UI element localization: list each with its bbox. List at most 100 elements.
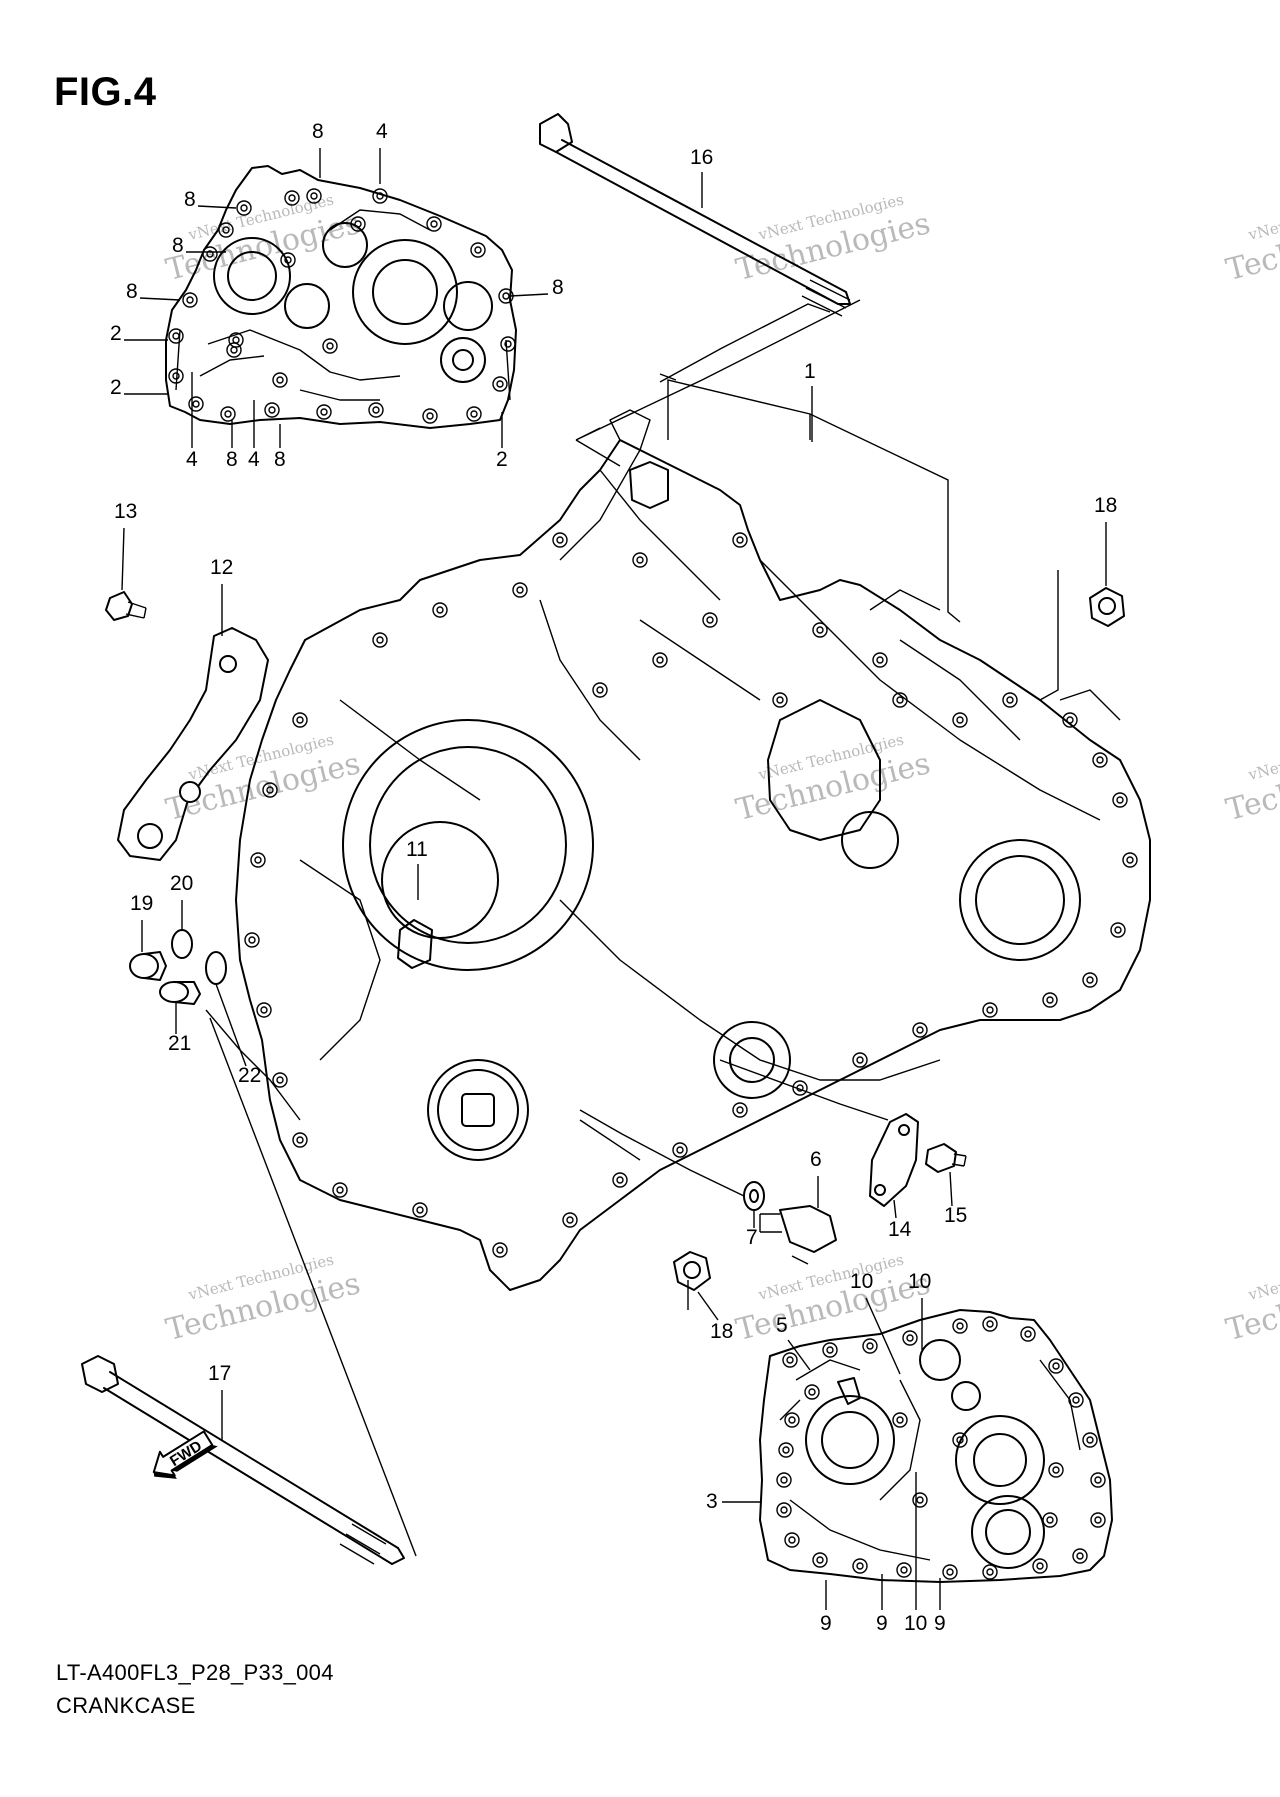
callout-18: 18 [710,1320,733,1343]
bolt-hole [852,1558,868,1574]
bolt-hole [316,404,332,420]
bolt-hole-center [616,1176,624,1184]
bolt-hole [784,1532,800,1548]
bolt-hole-center [470,410,478,418]
bolt-hole-center [436,606,444,614]
bolt-hole [1110,922,1126,938]
bolt-hole-center [1086,976,1094,984]
bolt-hole [702,612,718,628]
bolt-hole-center [780,1506,788,1514]
bolt-hole-center [1094,1476,1102,1484]
bolt-hole [772,692,788,708]
bolt-hole-center [636,556,644,564]
callout-8: 8 [274,448,286,471]
bolt-hole [306,188,322,204]
bolt-hole-center [296,716,304,724]
bolt-hole [256,1002,272,1018]
bolt-hole-center [736,1106,744,1114]
callout-leader [949,1171,953,1207]
bolt-hole-center [676,1146,684,1154]
bolt-hole [422,408,438,424]
bolt-hole [892,1412,908,1428]
bolt-hole [672,1142,688,1158]
bolt-hole [250,852,266,868]
callout-7: 7 [746,1226,758,1249]
bolt-hole [552,532,568,548]
bolt-hole [592,682,608,698]
bolt-hole [1090,1472,1106,1488]
bolt-hole-center [206,250,214,258]
bolt-hole-center [516,586,524,594]
bolt-hole-center [706,616,714,624]
bolt-hole [182,292,198,308]
bolt-hole [1042,992,1058,1008]
callout-20: 20 [170,872,193,895]
bolt-hole-center [782,1446,790,1454]
bolt-hole-center [222,226,230,234]
bolt-hole-center [900,1566,908,1574]
bolt-hole-center [1126,856,1134,864]
callout-17: 17 [208,1362,231,1385]
bolt-hole-center [808,1388,816,1396]
bolt-hole [896,1562,912,1578]
bolt-hole-center [240,204,248,212]
bolt-hole-center [426,412,434,420]
bolt-hole [272,372,288,388]
bolt-hole-center [260,1006,268,1014]
bolt-hole-center [906,1334,914,1342]
bolt-hole [982,1564,998,1580]
crankcase-left-half [165,165,517,429]
bolt-hole-center [1072,1396,1080,1404]
callout-9: 9 [934,1612,946,1635]
bolt-hole-center [192,400,200,408]
bolt-hole-center [288,194,296,202]
callout-leader [865,1297,901,1375]
bolt-hole-center [254,856,262,864]
bolt-hole-center [916,1026,924,1034]
bolt-hole [292,1132,308,1148]
callout-10: 10 [850,1270,873,1293]
bolt-hole-center [946,1568,954,1576]
bolt-hole [612,1172,628,1188]
bolt-hole-center [1076,1552,1084,1560]
callout-22: 22 [238,1064,261,1087]
bolt-hole [652,652,668,668]
model-code: LT-A400FL3_P28_P33_004 [56,1660,334,1685]
bolt-hole [168,328,184,344]
callout-leader [893,1199,897,1219]
bolt-hole [350,216,366,232]
cushion-plate-14 [869,1113,919,1207]
bolt-hole-center [1086,1436,1094,1444]
bolt-hole [244,932,260,948]
bolt-hole [812,622,828,638]
callout-9: 9 [820,1612,832,1635]
callout-12: 12 [210,556,233,579]
callout-2: 2 [496,448,508,471]
callout-21: 21 [168,1032,191,1055]
bolt-hole-center [326,342,334,350]
o-ring-22 [205,951,227,985]
bolt-hole [902,1330,918,1346]
bolt-hole [1112,792,1128,808]
bolt-hole-center [320,408,328,416]
bolt-hole-center [826,1346,834,1354]
bolt-hole [852,1052,868,1068]
callout-4: 4 [376,120,388,143]
callout-18: 18 [1094,494,1117,517]
bolt-hole [1090,1512,1106,1528]
watermark-line1: vNext Technologies [1246,1250,1280,1304]
bolt-hole [284,190,300,206]
bolt-hole-center [1116,796,1124,804]
bolt-hole [1020,1326,1036,1342]
bolt-hole-center [248,936,256,944]
bolt-hole [1002,692,1018,708]
bolt-hole-center [780,1476,788,1484]
bolt-hole [202,246,218,262]
watermark-line1: vNext Technologies [1246,190,1280,244]
bolt-hole [1068,1392,1084,1408]
bolt-hole-center [788,1536,796,1544]
bolt-hole [912,1492,928,1508]
